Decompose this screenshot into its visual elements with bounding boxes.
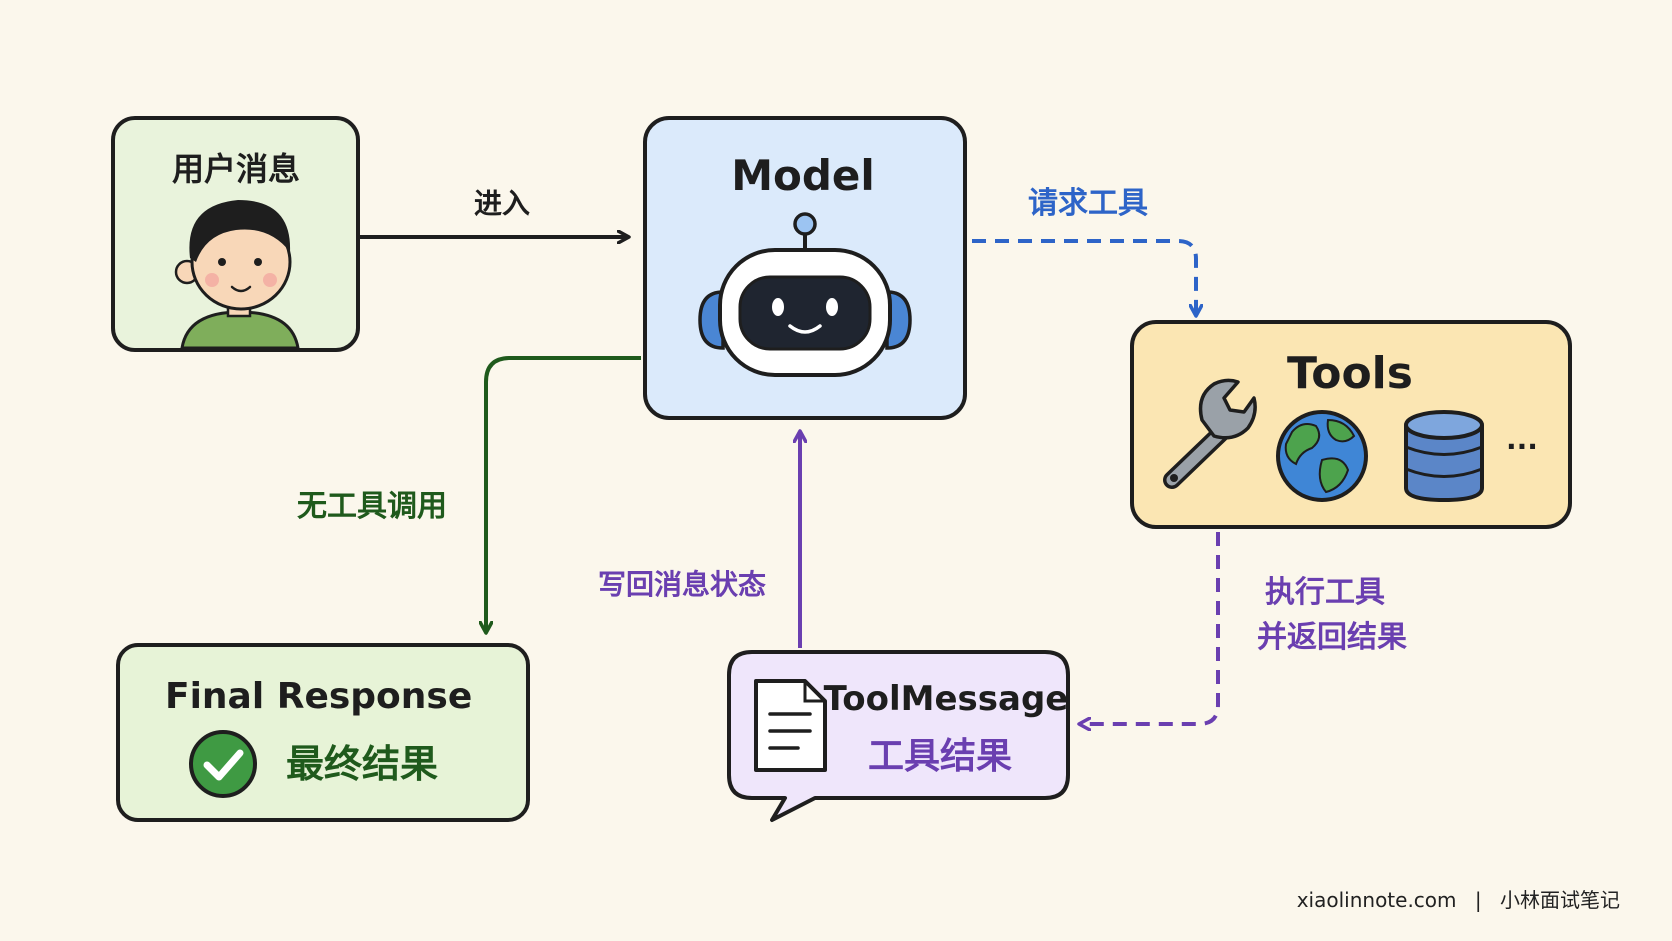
tool-message-node: ToolMessage 工具结果 [727,650,1070,822]
user-avatar-icon [174,200,300,350]
edge-enter: 进入 [360,187,628,237]
user-message-label: 用户消息 [172,150,300,188]
database-icon [1404,410,1484,503]
footer-brand: 小林面试笔记 [1500,888,1620,912]
footer: xiaolinnote.com | 小林面试笔记 [1297,884,1620,913]
more-tools-ellipsis: ··· [1506,430,1538,463]
robot-icon [698,212,912,377]
edge-execute-label-line2: 并返回结果 [1257,620,1407,655]
document-icon [754,679,827,772]
footer-separator: | [1474,888,1482,912]
tool-result-sublabel: 工具结果 [868,736,1012,777]
edge-write-back-label: 写回消息状态 [598,568,766,601]
edge-request-tool-label: 请求工具 [1028,186,1148,221]
edge-enter-label: 进入 [474,187,530,220]
final-response-label: Final Response [165,676,472,717]
wrench-icon [1163,378,1257,489]
tools-node: Tools ··· [1130,320,1572,529]
edge-no-tool-call: 无工具调用 [297,356,641,632]
tool-message-label: ToolMessage [824,679,1069,719]
edge-request-tool: 请求工具 [972,186,1196,315]
edge-no-tool-call-label: 无工具调用 [297,489,447,524]
user-message-node: 用户消息 [111,116,360,352]
model-node: Model [643,116,967,420]
edge-write-back: 写回消息状态 [598,432,800,648]
edge-execute-tool: 执行工具 并返回结果 [1080,532,1407,724]
check-circle-icon [189,730,257,798]
edge-execute-label-line1: 执行工具 [1265,575,1385,610]
model-label: Model [731,151,875,200]
globe-icon [1276,410,1368,502]
final-response-node: Final Response 最终结果 [116,643,530,822]
final-result-sublabel: 最终结果 [286,742,438,786]
tools-label: Tools [1287,348,1413,399]
footer-site-link[interactable]: xiaolinnote.com [1296,888,1457,912]
